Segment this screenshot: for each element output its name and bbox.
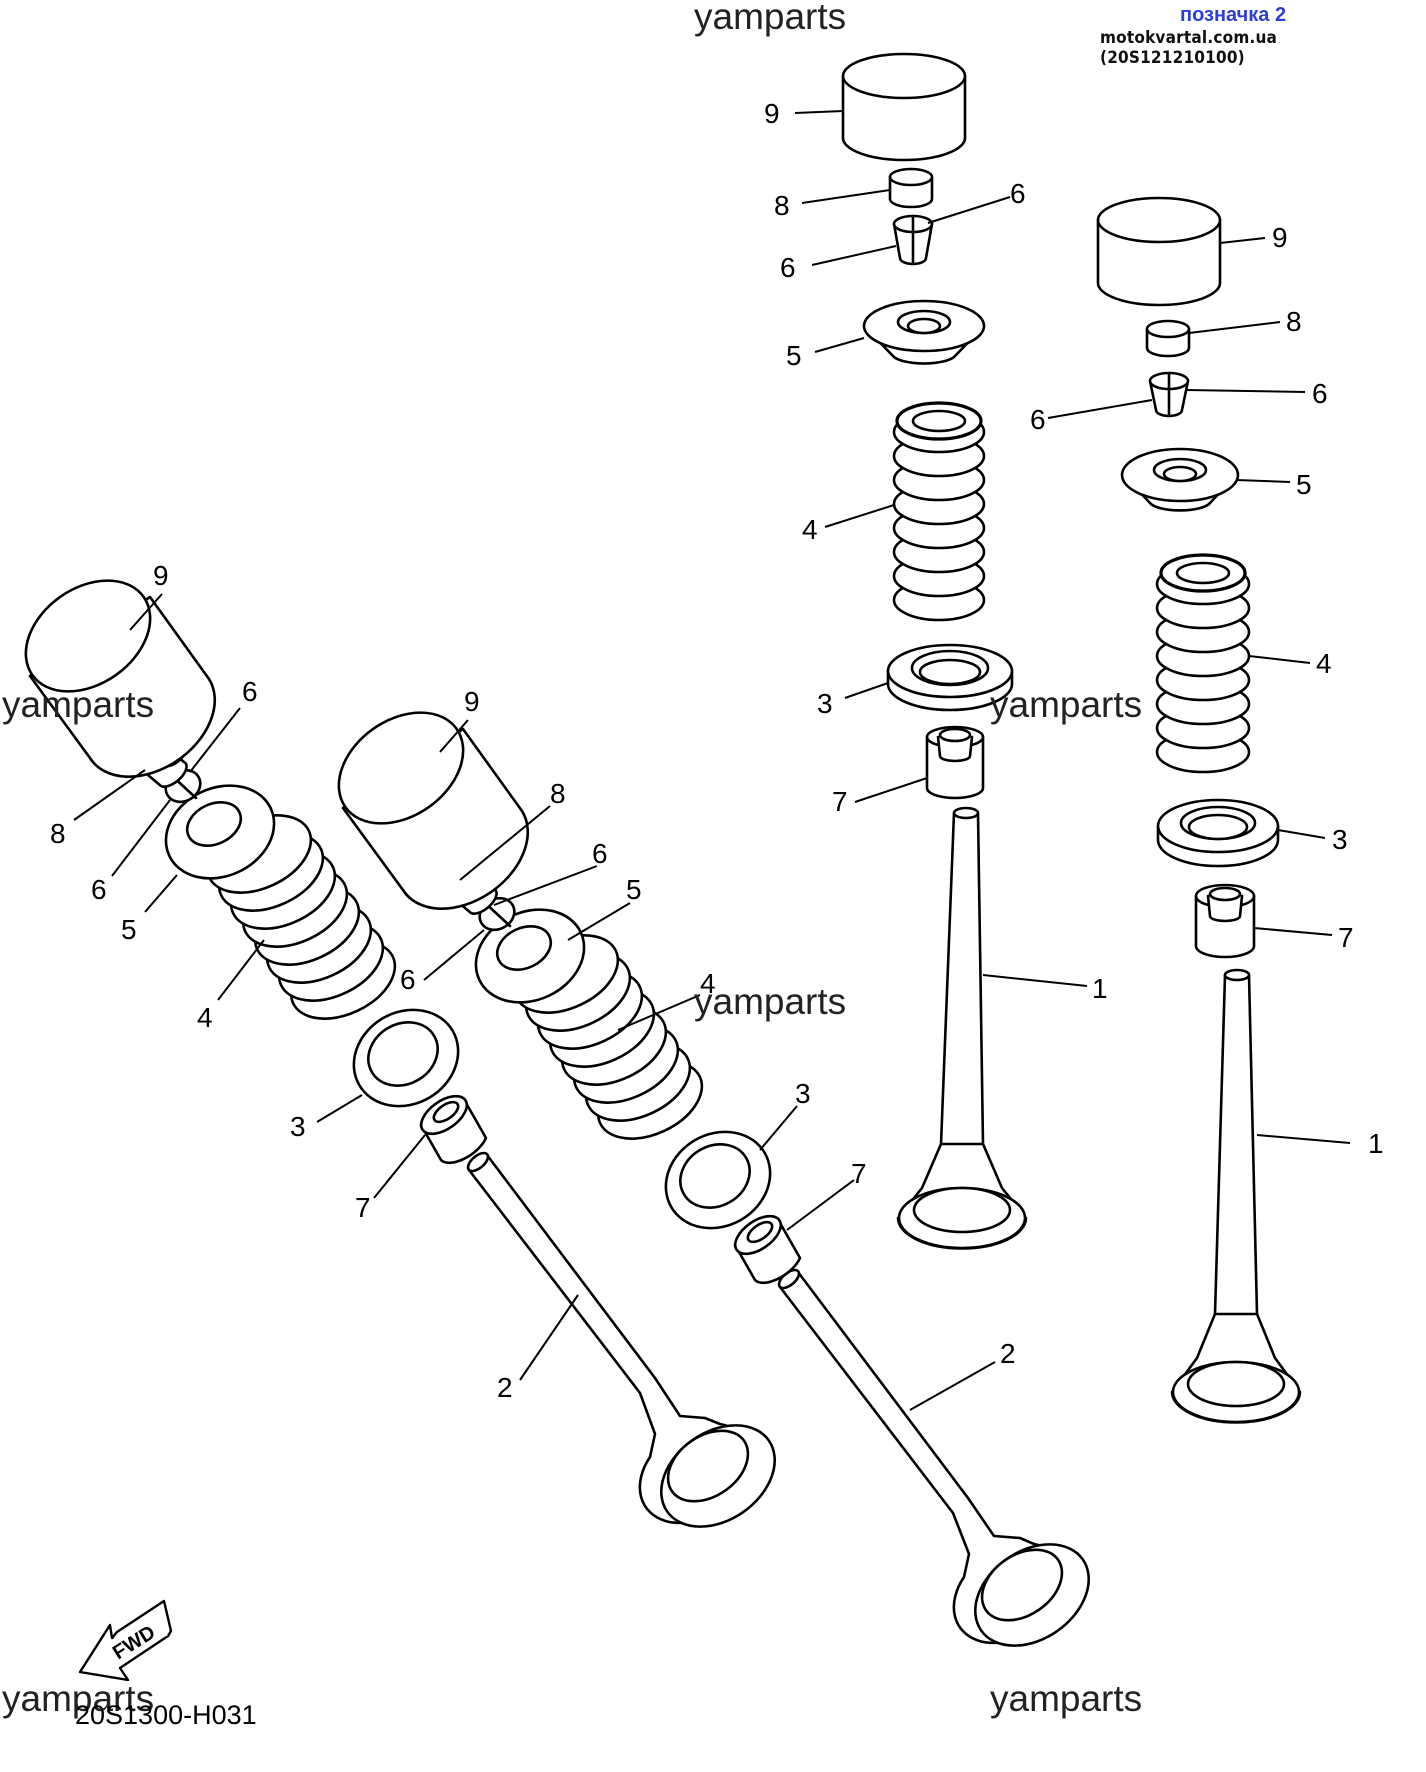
valve-cotter-part-6 xyxy=(892,214,934,266)
valve-spring-seat-part-3 xyxy=(664,1130,772,1230)
callout-7: 7 xyxy=(355,1192,371,1223)
callout-5: 5 xyxy=(626,874,642,905)
valve-stem-seal-part-7 xyxy=(419,1094,488,1165)
valve-stem-seal-part-7 xyxy=(1194,883,1256,959)
diagram-id: 20S1300-H031 xyxy=(75,1700,257,1730)
valve-lifter-part-9 xyxy=(337,711,530,910)
valve-lifter-part-9 xyxy=(24,579,217,778)
callout-7: 7 xyxy=(1338,922,1354,953)
watermark: yamparts xyxy=(694,981,847,1022)
watermark: yamparts xyxy=(2,684,155,725)
leader-lines xyxy=(73,110,1351,1411)
callout-6: 6 xyxy=(1312,378,1328,409)
callout-4: 4 xyxy=(1316,648,1332,679)
callout-9: 9 xyxy=(764,98,780,129)
valve-stem-seal-part-7 xyxy=(925,725,985,800)
valve-spring-retainer-part-5 xyxy=(164,784,276,880)
callout-7: 7 xyxy=(832,786,848,817)
callout-6: 6 xyxy=(592,838,608,869)
valve-assembly-left-a xyxy=(24,579,777,1528)
callout-2: 2 xyxy=(497,1372,513,1403)
valve-spring-part-4 xyxy=(892,401,986,622)
callout-3: 3 xyxy=(1332,824,1348,855)
callout-8: 8 xyxy=(550,778,566,809)
bookmark-label: позначка 2 xyxy=(1180,4,1287,26)
valve-assembly-left-b xyxy=(337,711,1091,1647)
watermark: yamparts xyxy=(694,0,847,37)
source-caption: motokvartal.com.ua (20S121210100) xyxy=(1100,28,1278,68)
callout-6: 6 xyxy=(400,964,416,995)
adjusting-pad-part-8 xyxy=(888,167,934,209)
valve-spring-retainer-part-5 xyxy=(1120,447,1240,512)
callout-9: 9 xyxy=(1272,222,1288,253)
callout-9: 9 xyxy=(464,686,480,717)
intake-valve-part-1 xyxy=(896,806,1028,1250)
valve-lifter-part-9 xyxy=(841,52,967,162)
callout-1: 1 xyxy=(1368,1128,1384,1159)
callout-3: 3 xyxy=(817,688,833,719)
valve-spring-part-4 xyxy=(1155,553,1251,774)
valve-lifter-part-9 xyxy=(1096,196,1222,307)
callout-8: 8 xyxy=(1286,306,1302,337)
watermark: yamparts xyxy=(990,1678,1143,1719)
callout-4: 4 xyxy=(197,1002,213,1033)
intake-valve-part-1 xyxy=(1170,968,1302,1424)
valve-cotter-part-6 xyxy=(1148,371,1190,418)
exhaust-valve-part-2 xyxy=(777,1268,1091,1647)
callout-5: 5 xyxy=(1296,469,1312,500)
callout-5: 5 xyxy=(121,914,137,945)
adjusting-pad-part-8 xyxy=(1145,319,1191,358)
callout-6: 6 xyxy=(1010,178,1026,209)
forward-arrow-icon: FWD xyxy=(78,1599,173,1682)
callout-3: 3 xyxy=(290,1111,306,1142)
callout-6: 6 xyxy=(780,252,796,283)
valve-spring-seat-part-3 xyxy=(352,1008,460,1108)
callout-8: 8 xyxy=(774,190,790,221)
watermark: yamparts xyxy=(2,1678,155,1719)
callout-7: 7 xyxy=(851,1158,867,1189)
valve-stem-seal-part-7 xyxy=(733,1214,802,1285)
callout-6: 6 xyxy=(91,874,107,905)
callout-3: 3 xyxy=(795,1078,811,1109)
callout-6: 6 xyxy=(242,676,258,707)
callout-5: 5 xyxy=(786,340,802,371)
valve-spring-retainer-part-5 xyxy=(862,299,986,365)
valve-assembly-right-b xyxy=(1096,196,1302,1424)
callout-4: 4 xyxy=(802,514,818,545)
exhaust-valve-part-2 xyxy=(466,1151,777,1528)
callout-1: 1 xyxy=(1092,973,1108,1004)
valve-spring-seat-part-3 xyxy=(886,643,1014,712)
valve-spring-seat-part-3 xyxy=(1156,798,1280,868)
callout-9: 9 xyxy=(153,560,169,591)
callout-4: 4 xyxy=(700,968,716,999)
callout-8: 8 xyxy=(50,818,66,849)
callout-6: 6 xyxy=(1030,404,1046,435)
callout-2: 2 xyxy=(1000,1338,1016,1369)
valve-assembly-right-a xyxy=(841,52,1028,1250)
watermark: yamparts xyxy=(990,684,1143,725)
